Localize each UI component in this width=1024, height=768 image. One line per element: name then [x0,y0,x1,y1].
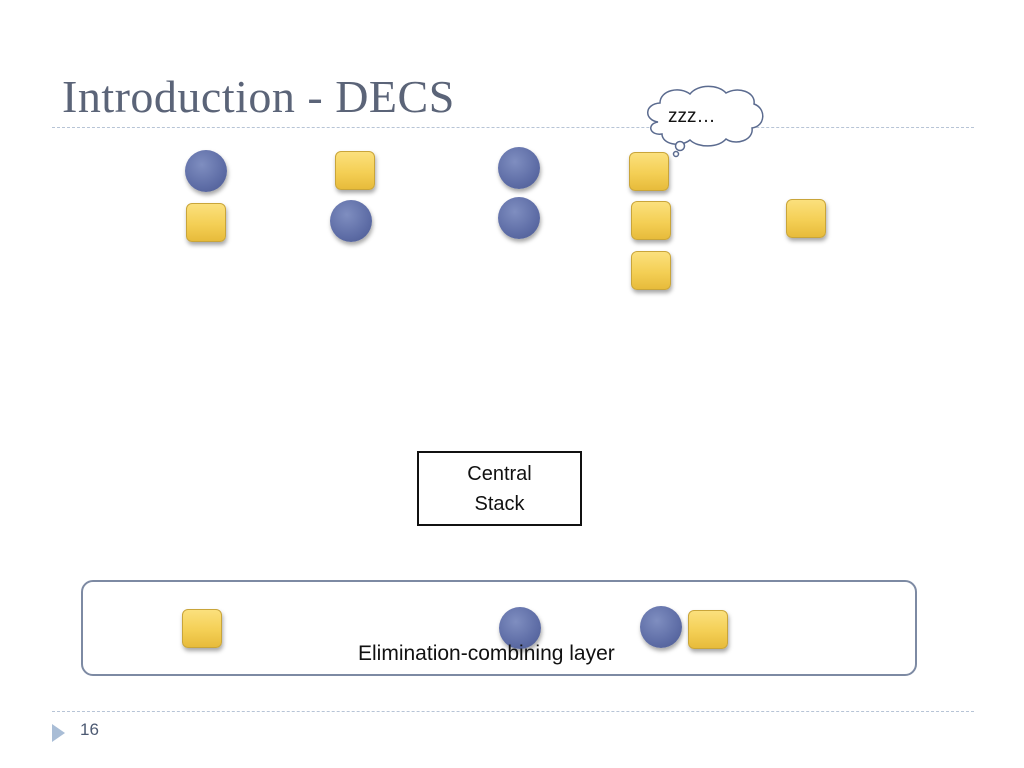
thread-square-3 [629,152,669,191]
slide-title: Introduction - DECS [62,71,455,122]
elimination-layer-label: Elimination-combining layer [358,642,615,665]
title-divider [52,127,974,128]
layer-square-1 [182,609,222,648]
central-stack-box: Central Stack [417,451,582,526]
thread-square-1 [186,203,226,242]
thread-circle-3 [498,147,540,189]
thread-circle-2 [330,200,372,242]
thought-bubble-text: zzz… [668,106,716,127]
central-stack-line2: Stack [474,492,525,515]
central-stack-line1: Central [467,462,532,485]
thread-circle-1 [185,150,227,192]
page-number: 16 [80,720,99,739]
layer-circle-2 [640,606,682,648]
thread-square-6 [786,199,826,238]
layer-square-2 [688,610,728,649]
thread-circle-4 [498,197,540,239]
thread-square-2 [335,151,375,190]
thought-bubble [647,85,764,158]
slide-bullet-arrow-icon [52,724,65,742]
footer-divider [52,711,974,712]
thread-square-4 [631,201,671,240]
layer-circle-1 [499,607,541,649]
thread-square-5 [631,251,671,290]
